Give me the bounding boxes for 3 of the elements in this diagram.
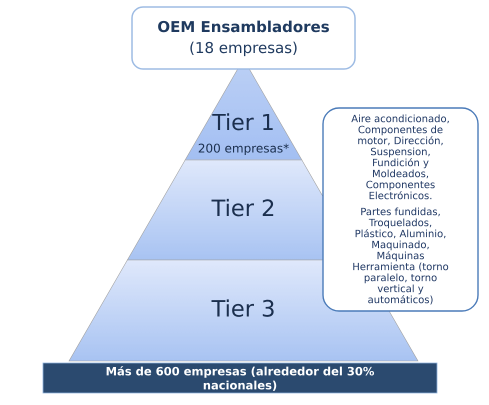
- footer-bar: Más de 600 empresas (alrededor del 30% nacionales): [42, 362, 438, 394]
- callout-box: Aire acondicionado, Componentes de motor, Dirección, Suspension, Fundición y Moldeados, Componentes Electrónicos. Partes fundidas, Troquelados, Plástico, Aluminio, Maquinado, Máquinas Herramienta (torno paralelo, torno vertical y automáticos): [322, 107, 479, 312]
- title-box: OEM Ensambladores (18 empresas): [131, 6, 356, 70]
